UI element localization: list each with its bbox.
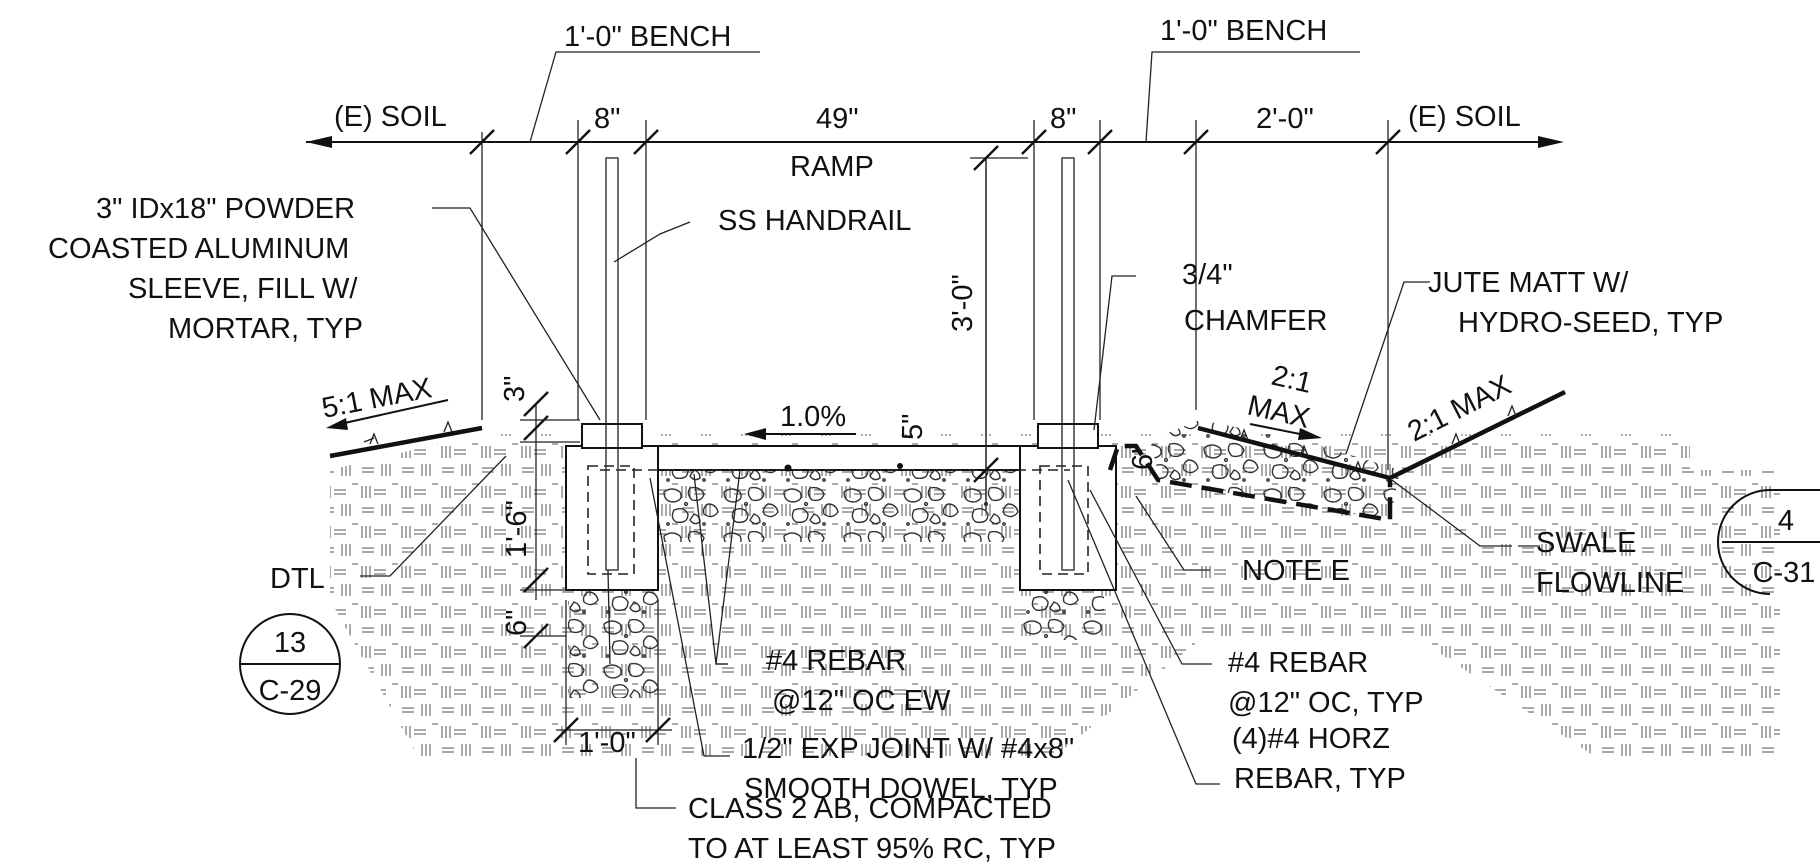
horz-rebar-1: (4)#4 HORZ: [1232, 723, 1390, 755]
rebar-ew-2: @12" OC EW: [772, 685, 951, 717]
slope-1pct: 1.0%: [780, 401, 846, 433]
aggregate-base: [568, 420, 1400, 698]
dim-3in: 3": [499, 376, 531, 402]
grade-lines: [329, 389, 1566, 523]
dim-1-0: 1'-0": [578, 727, 636, 759]
callout-left-number: 13: [274, 627, 306, 659]
slope-2-1-top: 2:1: [1268, 360, 1314, 400]
rebar-oc-1: #4 REBAR: [1228, 647, 1368, 679]
chamfer-label-1: 3/4": [1182, 259, 1233, 291]
rebar-oc-2: @12" OC, TYP: [1228, 687, 1424, 719]
slope-arrows: [326, 399, 1322, 440]
soil-left-label: (E) SOIL: [334, 101, 447, 133]
class2-2: TO AT LEAST 95% RC, TYP: [688, 833, 1056, 865]
left-vertical-dimensions: [520, 391, 580, 649]
sleeve-note-3: SLEEVE, FILL W/: [128, 273, 358, 305]
callout-right-number: 4: [1778, 505, 1794, 537]
dim-49: 49": [816, 103, 859, 135]
slope-5-1: 5:1 MAX: [319, 372, 434, 425]
sleeve-note-2: COASTED ALUMINUM: [48, 233, 349, 265]
jute-label-1: JUTE MATT W/: [1428, 267, 1629, 299]
dim-1-6: 1'-6": [501, 500, 533, 558]
jute-label-2: HYDRO-SEED, TYP: [1458, 307, 1723, 339]
handrail-height-dimension: [973, 145, 999, 510]
dim-8-right: 8": [1050, 103, 1076, 135]
bench-left-label: 1'-0" BENCH: [564, 21, 731, 53]
class2-1: CLASS 2 AB, COMPACTED: [688, 793, 1052, 825]
callout-left-sheet: C-29: [259, 675, 322, 707]
ramp-label: RAMP: [790, 151, 874, 183]
footing-width-dimension: [553, 600, 672, 745]
footing-rebar: [587, 465, 1089, 575]
ramp-slab: [600, 445, 1070, 472]
handrail-posts: [605, 157, 1075, 571]
leader-lines: [360, 207, 1540, 809]
callout-right-sheet: C-31: [1753, 557, 1816, 589]
handrail-label: SS HANDRAIL: [718, 205, 911, 237]
bench-right-label: 1'-0" BENCH: [1160, 15, 1327, 47]
dim-6in-left: 6": [501, 610, 533, 636]
swale-label-2: FLOWLINE: [1536, 567, 1684, 599]
detail-callout-right[interactable]: [1717, 489, 1820, 595]
annotations: 1'-0" BENCH 1'-0" BENCH (E) SOIL (E) SOI…: [48, 15, 1815, 865]
dim-3-0: 3'-0": [947, 274, 979, 332]
rebar-ew-1: #4 REBAR: [766, 645, 906, 677]
chamfer-label-2: CHAMFER: [1184, 305, 1327, 337]
dim-8-left: 8": [594, 103, 620, 135]
sleeve-note-4: MORTAR, TYP: [168, 313, 363, 345]
sleeve-note-1: 3" IDx18" POWDER: [96, 193, 355, 225]
dim-5in: 5": [897, 414, 929, 440]
exp-joint-1: 1/2" EXP JOINT W/ #4x8": [742, 733, 1074, 765]
exp-joint-2: SMOOTH DOWEL, TYP: [744, 773, 1058, 805]
dtl-label: DTL: [270, 563, 325, 595]
dim-2-0: 2'-0": [1256, 103, 1314, 135]
detail-callout-left[interactable]: [239, 613, 341, 715]
note-e-label: NOTE E: [1242, 555, 1350, 587]
swale-label-1: SWALE: [1536, 527, 1636, 559]
dim-6in-right: 6": [1127, 444, 1159, 470]
horz-rebar-2: REBAR, TYP: [1234, 763, 1406, 795]
top-dimension-line: [306, 51, 1564, 500]
soil-right-label: (E) SOIL: [1408, 101, 1521, 133]
